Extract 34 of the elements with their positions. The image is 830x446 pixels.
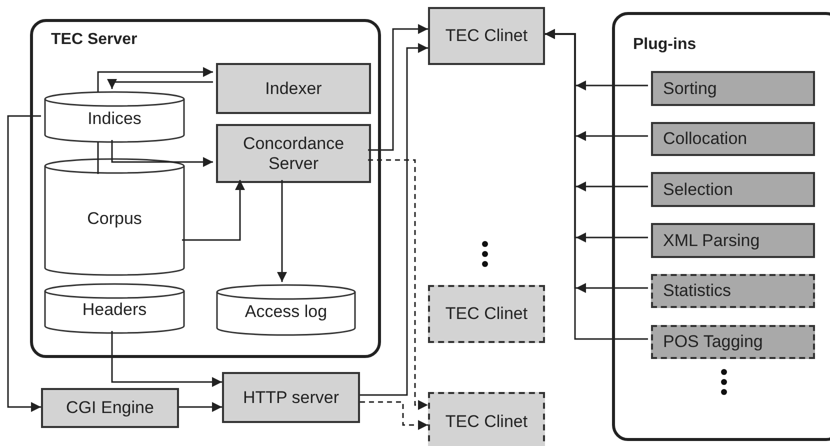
plugin-box bbox=[651, 122, 815, 156]
group-title: TEC Server bbox=[51, 30, 138, 50]
plugin-label: XML Parsing bbox=[663, 230, 761, 250]
process-box bbox=[428, 285, 545, 343]
plugin-label: Selection bbox=[663, 180, 734, 200]
plugin-label: POS Tagging bbox=[663, 332, 764, 352]
process-box bbox=[216, 63, 371, 114]
plugin-label: Statistics bbox=[663, 281, 732, 301]
process-box bbox=[222, 372, 360, 423]
node-label: TEC Clinet bbox=[444, 304, 529, 324]
plugin-box bbox=[651, 172, 815, 207]
node-label: Corpus bbox=[86, 208, 143, 228]
plugin-box bbox=[651, 274, 815, 308]
process-box bbox=[41, 388, 179, 428]
node-label: Indexer bbox=[264, 78, 323, 98]
node-label: TEC Clinet bbox=[444, 26, 529, 46]
node-label: Indices bbox=[86, 108, 142, 128]
plugin-label: Sorting bbox=[663, 78, 718, 98]
group-title: Plug-ins bbox=[633, 35, 696, 55]
node-label: Concordance Server bbox=[242, 134, 346, 174]
process-box bbox=[216, 124, 371, 183]
process-box bbox=[428, 7, 545, 65]
container-panel bbox=[30, 19, 381, 358]
plugin-box bbox=[651, 71, 815, 106]
node-label: TEC Clinet bbox=[444, 412, 529, 432]
plugin-box bbox=[651, 325, 815, 359]
node-label: Access log bbox=[244, 302, 328, 322]
node-label: CGI Engine bbox=[65, 398, 155, 418]
node-label: Headers bbox=[81, 300, 148, 320]
process-box bbox=[428, 392, 545, 446]
plugin-label: Collocation bbox=[663, 129, 748, 149]
plugin-box bbox=[651, 223, 815, 258]
node-label: HTTP server bbox=[242, 388, 340, 408]
container-panel bbox=[612, 12, 830, 441]
